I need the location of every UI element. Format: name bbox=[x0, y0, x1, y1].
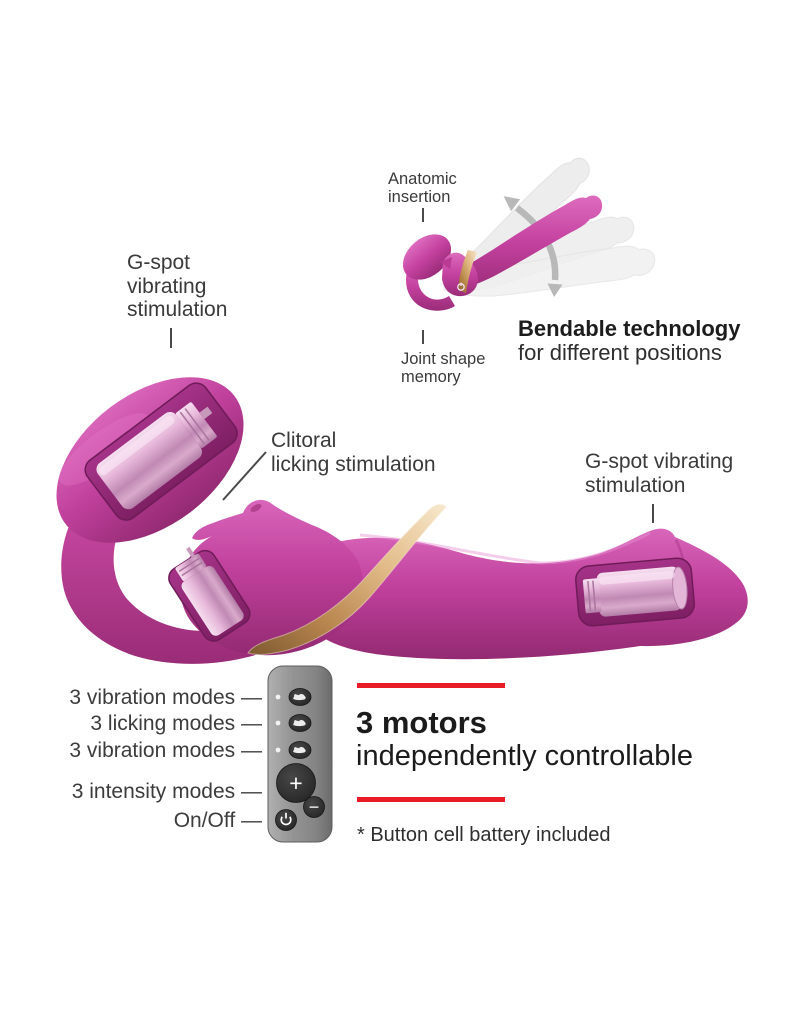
plus-icon: + bbox=[289, 770, 302, 796]
indicator-dot-3 bbox=[275, 747, 281, 753]
remote-label-licking: 3 licking modes — bbox=[90, 712, 262, 735]
gspot-right-callout-line bbox=[652, 504, 654, 523]
remote-label-intensity: 3 intensity modes — bbox=[71, 780, 262, 803]
small-product bbox=[402, 195, 603, 311]
gspot-left-callout-line bbox=[170, 328, 172, 348]
clitoral-motor bbox=[181, 565, 244, 636]
indicator-dot-2 bbox=[275, 720, 281, 726]
remote-label-onoff: On/Off — bbox=[173, 809, 262, 832]
minus-icon: − bbox=[309, 797, 320, 817]
gspot-right-label: G-spot vibrating stimulation bbox=[585, 450, 734, 497]
bendable-subtitle: for different positions bbox=[518, 340, 722, 365]
bendable-product-illustration bbox=[402, 155, 659, 360]
motors-subtitle: independently controllable bbox=[356, 740, 693, 772]
small-power-icon bbox=[457, 282, 465, 291]
intensity-plus-button: + bbox=[276, 763, 316, 803]
vibration-mode-1-icon bbox=[293, 694, 306, 701]
gold-band bbox=[247, 504, 447, 655]
small-gold-band bbox=[458, 250, 477, 293]
joint-callout-line bbox=[422, 330, 424, 344]
anatomic-bulb-group bbox=[56, 377, 244, 543]
power-button bbox=[275, 809, 297, 831]
remote-label-vibration-2: 3 vibration modes — bbox=[69, 739, 262, 762]
bulb-motor bbox=[96, 411, 202, 510]
intensity-minus-button: − bbox=[303, 796, 325, 818]
motors-title: 3 motors bbox=[356, 705, 487, 740]
indicator-dot-1 bbox=[275, 694, 281, 700]
red-divider-top bbox=[357, 683, 505, 688]
remote-label-vibration-1: 3 vibration modes — bbox=[69, 686, 262, 709]
main-product-illustration bbox=[56, 377, 748, 664]
small-product-bulb bbox=[402, 234, 452, 280]
anatomic-callout-line bbox=[422, 208, 424, 222]
clitoral-label: Clitoral licking stimulation bbox=[271, 429, 436, 476]
gspot-right-motor-cutaway bbox=[575, 557, 695, 627]
vibration-mode-2-button bbox=[288, 741, 312, 759]
product-neck bbox=[61, 498, 298, 664]
licking-mode-button bbox=[288, 714, 312, 732]
bendable-text-block: Bendable technology for different positi… bbox=[518, 317, 740, 365]
bendable-title: Bendable technology bbox=[518, 316, 741, 341]
clitoral-callout-line bbox=[222, 451, 267, 501]
vibration-mode-2-icon bbox=[293, 747, 306, 754]
joint-shape-memory-label: Joint shape memory bbox=[401, 350, 486, 386]
small-product-nub bbox=[440, 257, 452, 269]
power-icon bbox=[280, 812, 292, 826]
vibration-mode-1-button bbox=[288, 688, 312, 706]
licking-nub bbox=[250, 504, 262, 512]
battery-footnote: * Button cell battery included bbox=[357, 824, 611, 846]
anatomic-insertion-label: Anatomic insertion bbox=[388, 170, 457, 206]
remote-control: + − bbox=[267, 665, 333, 843]
clitoral-motor-cutaway bbox=[168, 546, 251, 642]
gspot-left-label: G-spot vibrating stimulation bbox=[127, 251, 228, 321]
licking-mode-icon bbox=[293, 720, 306, 727]
red-divider-bottom bbox=[357, 797, 505, 802]
